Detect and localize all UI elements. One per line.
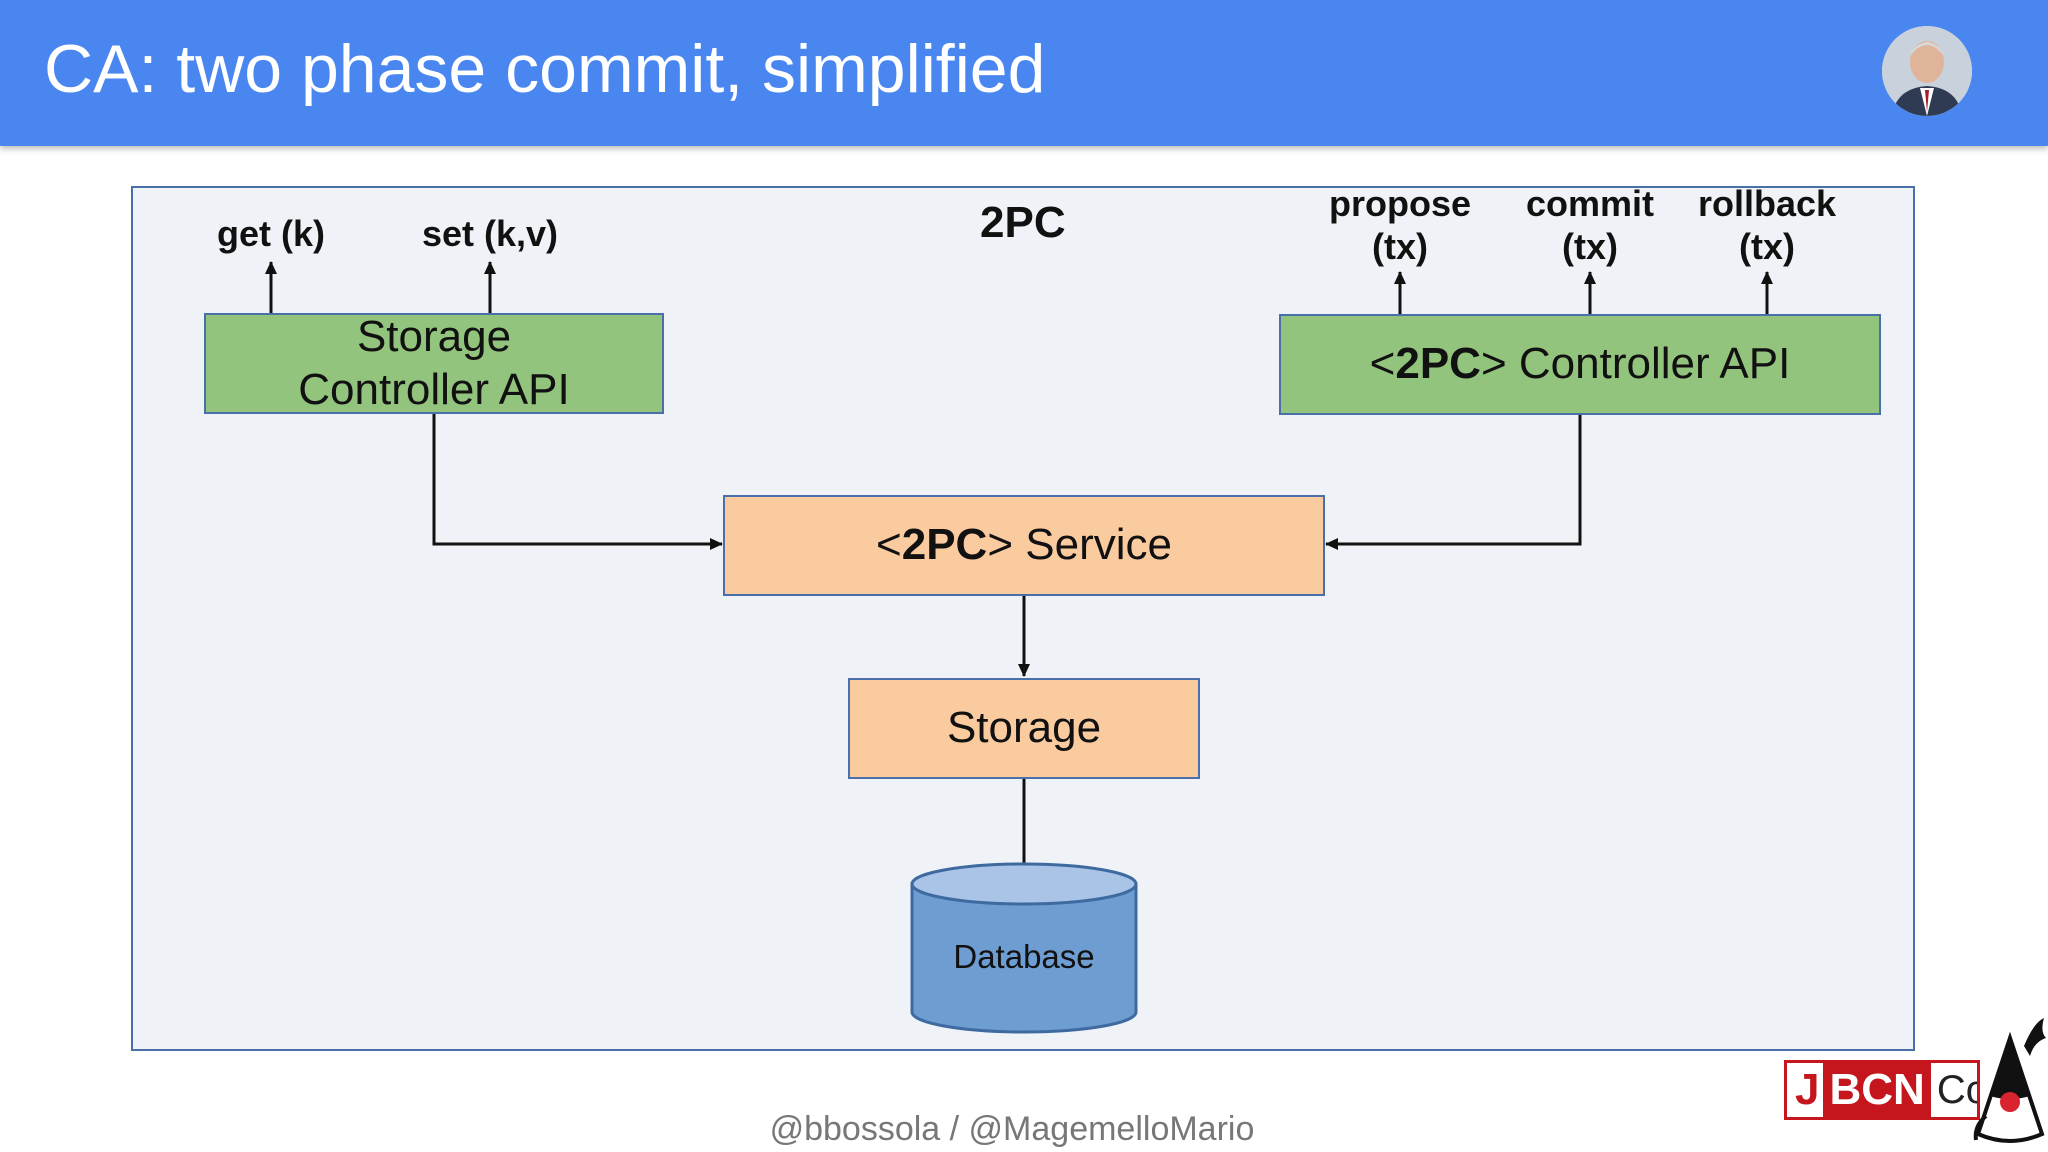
duke-mascot-icon — [1973, 1018, 2046, 1143]
label-rollback: rollback (tx) — [1697, 183, 1837, 268]
storage-box: Storage — [848, 678, 1200, 779]
2pc-service-box: <2PC> Service — [723, 495, 1325, 596]
storage-controller-api-box: Storage Controller API — [204, 312, 664, 414]
label-commit: commit (tx) — [1525, 183, 1655, 268]
footer-credits: @bbossola / @MagemelloMario — [769, 1110, 1255, 1148]
database-cylinder-icon — [910, 862, 1138, 1034]
presenter-avatar — [1882, 26, 1972, 116]
edge-storage-controller-to-service — [432, 413, 723, 550]
2pc-controller-api-box: <2PC> Controller API — [1279, 314, 1881, 415]
database-label: Database — [953, 938, 1095, 975]
label-propose: propose (tx) — [1328, 183, 1471, 268]
conference-logo: J BCN Conf — [1784, 1060, 1980, 1120]
edge-2pc-controller-to-service — [1325, 414, 1582, 550]
label-get: get (k) — [217, 213, 325, 254]
person-icon — [1882, 26, 1972, 116]
slide-title: CA: two phase commit, simplified — [44, 31, 1046, 107]
label-set: set (k,v) — [421, 213, 559, 254]
frame-title: 2PC — [980, 198, 1066, 247]
slide-header: CA: two phase commit, simplified — [0, 0, 2048, 146]
